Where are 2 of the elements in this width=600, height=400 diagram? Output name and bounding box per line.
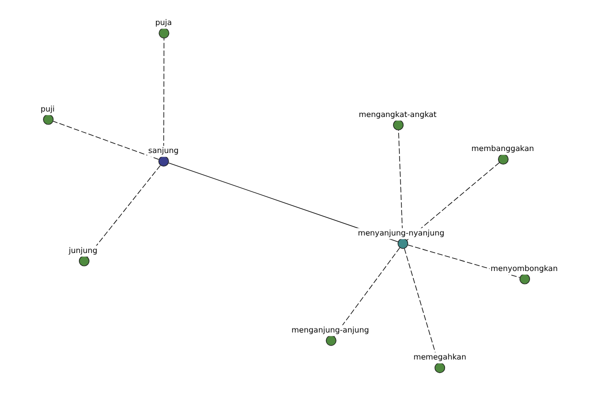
connector bbox=[406, 162, 500, 240]
connector bbox=[52, 120, 160, 160]
